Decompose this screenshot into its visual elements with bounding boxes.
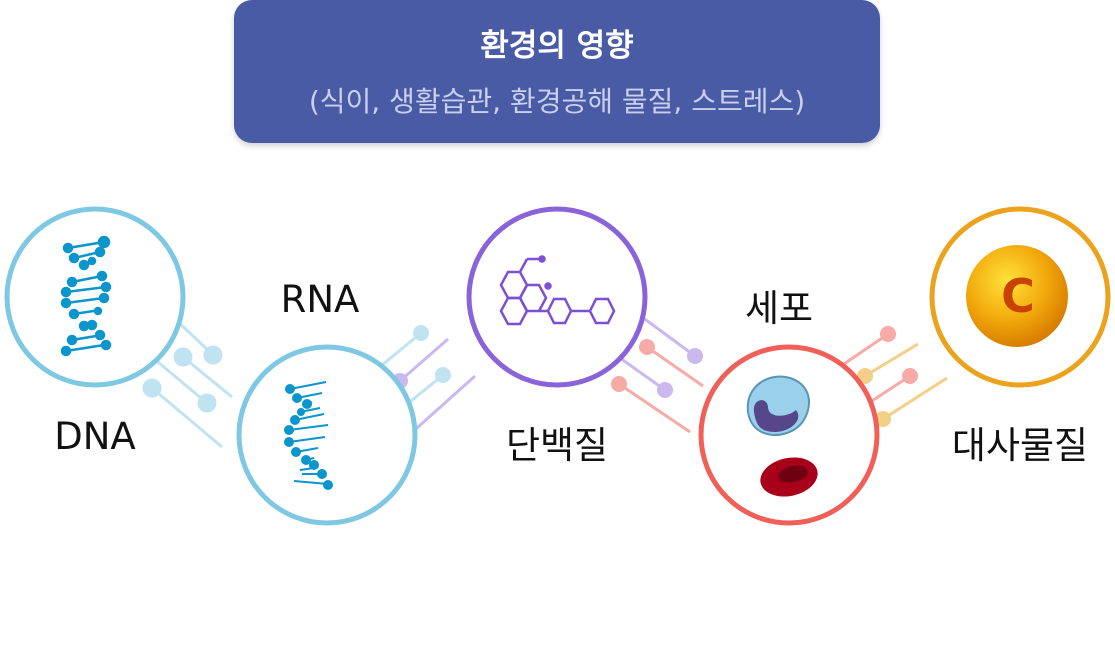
rna-node xyxy=(236,344,418,526)
connector-protein-cell xyxy=(611,315,704,434)
vitamin-letter: C xyxy=(1001,269,1035,323)
header-title: 환경의 영향 xyxy=(480,28,634,64)
connector-dna-rna xyxy=(142,315,233,449)
label-cell: 세포 xyxy=(744,287,814,330)
label-metabolite: 대사물질 xyxy=(951,424,1089,467)
cell-node xyxy=(698,344,880,526)
header-box: 환경의 영향 (식이, 생활습관, 환경공해 물질, 스트레스) xyxy=(234,0,880,143)
connector-cell-metabolite xyxy=(837,326,948,427)
rna-icon xyxy=(284,381,333,490)
label-protein: 단백질 xyxy=(505,424,609,467)
vitamin-c-icon: C xyxy=(966,245,1068,347)
dna-icon xyxy=(60,235,112,357)
molecule-icon xyxy=(499,255,616,326)
cell-icon xyxy=(746,375,818,497)
label-rna: RNA xyxy=(280,278,360,321)
protein-node xyxy=(466,206,648,388)
header-subtitle: (식이, 생활습관, 환경공해 물질, 스트레스) xyxy=(308,85,806,118)
label-dna: DNA xyxy=(54,415,136,458)
dna-node xyxy=(4,206,186,388)
